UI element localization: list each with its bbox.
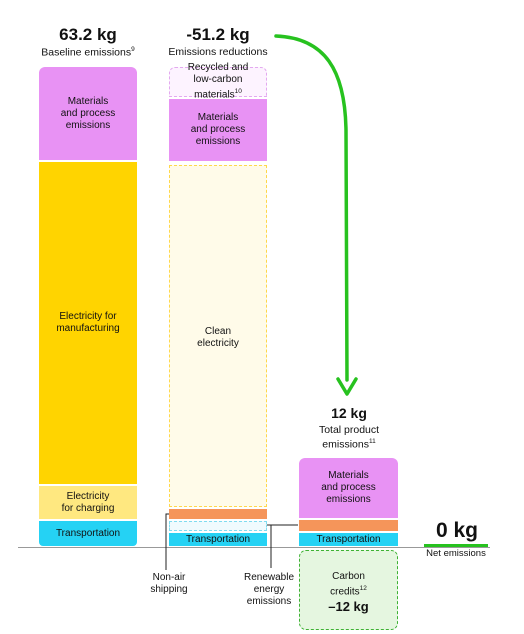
baseline-segment-materials: Materials and process emissions [39, 67, 137, 160]
carbon-credits-box: Carbon credits12 –12 kg [299, 550, 398, 630]
reductions-segment-non-air-shipping [169, 509, 267, 519]
annotation-non-air-shipping: Non-air shipping [150, 572, 188, 595]
reductions-segment-transportation: Transportation [169, 533, 267, 546]
total-value: 12 kg [331, 405, 367, 421]
reductions-segment-clean-electricity: Clean electricity [169, 165, 267, 507]
reductions-segment-renewable [169, 521, 267, 531]
reductions-caption: Emissions reductions [168, 46, 268, 58]
total-segment-materials: Materials and process emissions [299, 458, 398, 518]
total-caption: Total product emissions11 [318, 424, 380, 451]
net-value: 0 kg [435, 519, 479, 542]
baseline-caption: Baseline emissions9 [41, 46, 135, 59]
total-bar: Materials and process emissions Transpor… [299, 458, 398, 546]
carbon-credits-sup: 12 [359, 585, 367, 592]
baseline-axis [18, 547, 490, 548]
reductions-bar: Recycled and low-carbon materials10 Mate… [169, 62, 267, 546]
reductions-value: -51.2 kg [186, 25, 250, 44]
carbon-credits-caption: Carbon credits [330, 571, 365, 598]
baseline-segment-transportation: Transportation [39, 521, 137, 546]
reductions-segment-recycled: Recycled and low-carbon materials10 [169, 62, 267, 101]
baseline-bar: Materials and process emissions Electric… [39, 67, 137, 546]
carbon-credits-value: –12 kg [328, 599, 369, 615]
baseline-segment-electricity: Electricity for manufacturing [39, 162, 137, 484]
total-segment-shipping [299, 520, 398, 531]
total-segment-transportation: Transportation [299, 533, 398, 546]
net-underline [424, 544, 488, 547]
reductions-segment-materials: Materials and process emissions [169, 99, 267, 161]
net-caption: Net emissions [426, 548, 486, 559]
annotation-renewable-energy: Renewable energy emissions [243, 572, 295, 607]
baseline-segment-charging: Electricity for charging [39, 486, 137, 519]
baseline-value: 63.2 kg [59, 25, 117, 44]
